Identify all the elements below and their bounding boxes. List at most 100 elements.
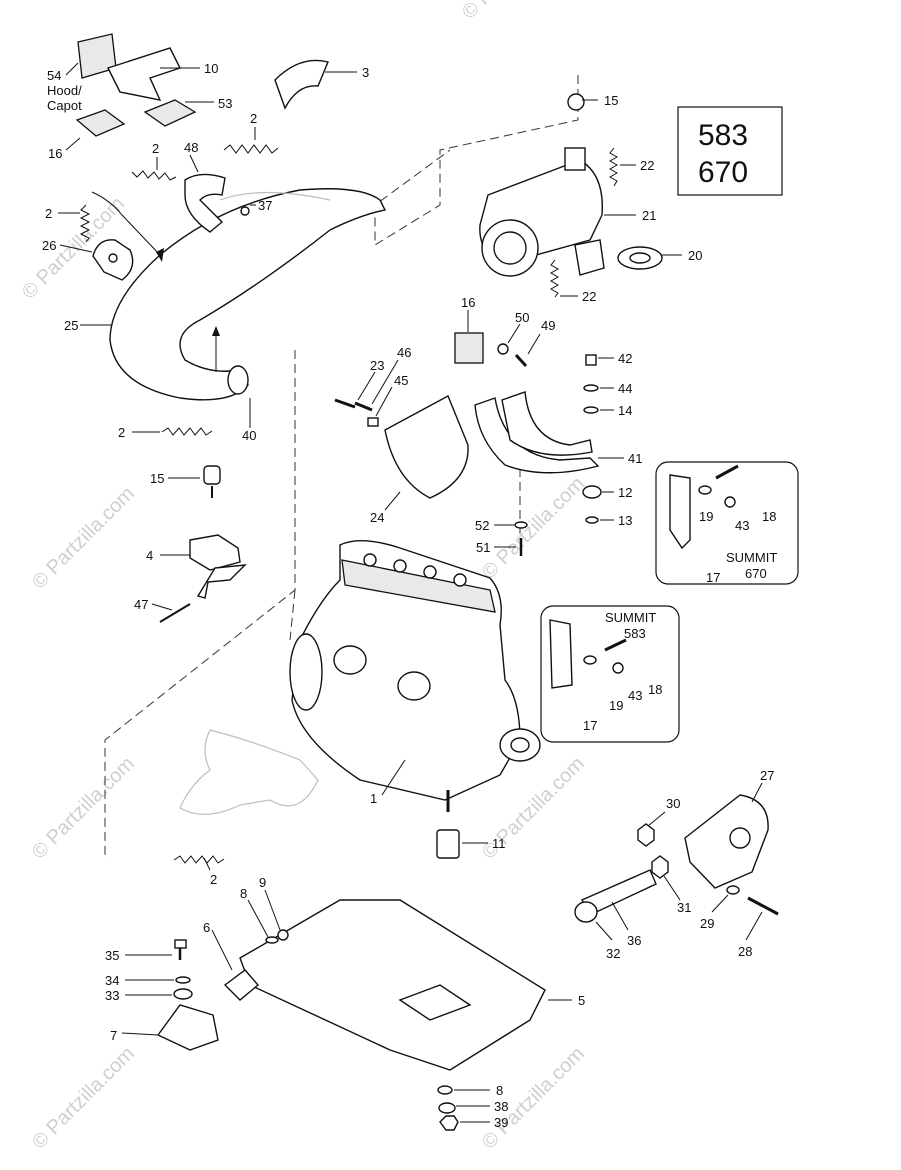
inset-title: SUMMIT <box>605 610 656 625</box>
muffler-mount <box>564 147 586 171</box>
bolt-head-32 <box>574 901 598 923</box>
support-slot <box>398 984 472 1021</box>
spacer-11 <box>436 829 460 859</box>
callout-9: 9 <box>259 875 266 890</box>
gasket-26 <box>92 239 134 281</box>
callout-42: 42 <box>618 351 632 366</box>
hood-text: Hood/ <box>47 83 82 98</box>
callout-47: 47 <box>134 597 148 612</box>
callout-18: 18 <box>648 682 662 697</box>
nut-30 <box>637 823 655 847</box>
bracket-4 <box>159 534 247 623</box>
model-number-583: 583 <box>698 119 748 152</box>
callout-49: 49 <box>541 318 555 333</box>
callout-30: 30 <box>666 796 680 811</box>
watermark-text: © Partzilla.com <box>458 0 569 24</box>
callout-5: 5 <box>578 993 585 1008</box>
callout-2: 2 <box>45 206 52 221</box>
inset-subtitle: 670 <box>745 566 767 581</box>
callout-41: 41 <box>628 451 642 466</box>
bracket-7 <box>156 1004 219 1051</box>
callout-labels: 10 3 53 16 2 48 2 37 2 26 25 15 22 21 20… <box>42 61 774 1130</box>
magneto-cover <box>289 633 323 711</box>
grommet-15 <box>567 93 585 111</box>
screw-42 <box>585 354 597 366</box>
callout-16: 16 <box>48 146 62 161</box>
callout-54: 54 <box>47 68 61 83</box>
washer-52 <box>514 521 528 529</box>
washer-33 <box>173 988 193 1000</box>
model-number-670: 670 <box>698 156 748 189</box>
inset-summit-670: 19 43 18 17 SUMMIT 670 <box>655 461 799 585</box>
screw-35 <box>174 939 187 949</box>
callout-51: 51 <box>476 540 490 555</box>
callout-36: 36 <box>627 933 641 948</box>
spring-2 <box>223 144 279 154</box>
spring-22 <box>549 259 560 298</box>
callout-17: 17 <box>583 718 597 733</box>
callout-21: 21 <box>642 208 656 223</box>
callout-20: 20 <box>688 248 702 263</box>
callout-24: 24 <box>370 510 384 525</box>
callout-46: 46 <box>397 345 411 360</box>
callout-19: 19 <box>699 509 713 524</box>
watermark-text: © Partzilla.com <box>28 483 139 594</box>
callout-18: 18 <box>762 509 776 524</box>
callout-23: 23 <box>370 358 384 373</box>
cylinder-head <box>341 559 496 613</box>
callout-34: 34 <box>105 973 119 988</box>
mount-hardware <box>156 939 459 1131</box>
callout-26: 26 <box>42 238 56 253</box>
callout-3: 3 <box>362 65 369 80</box>
muffler-outlet <box>574 239 605 276</box>
spacer-45 <box>367 417 379 427</box>
nut-43 <box>612 662 624 674</box>
callout-17: 17 <box>706 570 720 585</box>
nut-39 <box>439 1115 459 1131</box>
tuned-pipe-25 <box>91 188 387 401</box>
shield-24 <box>384 395 469 499</box>
washer-19 <box>698 485 712 495</box>
callout-8: 8 <box>240 886 247 901</box>
callout-50: 50 <box>515 310 529 325</box>
callout-27: 27 <box>760 768 774 783</box>
muffler-21 <box>479 93 663 277</box>
model-box-frame <box>677 106 783 196</box>
callout-43: 43 <box>628 688 642 703</box>
rubber-mount-6 <box>223 969 259 1001</box>
callout-44: 44 <box>618 381 632 396</box>
pad-16 <box>75 109 126 137</box>
washer-19 <box>583 655 597 665</box>
washer-8 <box>437 1085 453 1095</box>
callout-28: 28 <box>738 944 752 959</box>
washer-8 <box>265 936 279 944</box>
callout-2: 2 <box>118 425 125 440</box>
capot-text: Capot <box>47 98 82 113</box>
pad-16 <box>454 332 484 364</box>
callout-1: 1 <box>370 791 377 806</box>
callout-25: 25 <box>64 318 78 333</box>
callout-38: 38 <box>494 1099 508 1114</box>
washer-34 <box>175 976 191 984</box>
callout-8: 8 <box>496 1083 503 1098</box>
callout-22: 22 <box>640 158 654 173</box>
callout-4: 4 <box>146 548 153 563</box>
spring-2 <box>131 170 177 181</box>
callout-22: 22 <box>582 289 596 304</box>
spring-22 <box>608 147 619 187</box>
callout-31: 31 <box>677 900 691 915</box>
plate-17 <box>669 474 691 550</box>
intake-port <box>333 645 367 675</box>
callout-2: 2 <box>210 872 217 887</box>
callout-14: 14 <box>618 403 632 418</box>
callout-45: 45 <box>394 373 408 388</box>
callout-48: 48 <box>184 140 198 155</box>
watermark-text: © Partzilla.com <box>28 1043 139 1154</box>
shield-3 <box>274 59 329 110</box>
inset-summit-583: SUMMIT 583 19 43 18 17 <box>540 605 680 743</box>
intake-port <box>397 671 431 701</box>
inset-subtitle: 583 <box>624 626 646 641</box>
washer-38 <box>438 1102 456 1114</box>
callout-7: 7 <box>110 1028 117 1043</box>
